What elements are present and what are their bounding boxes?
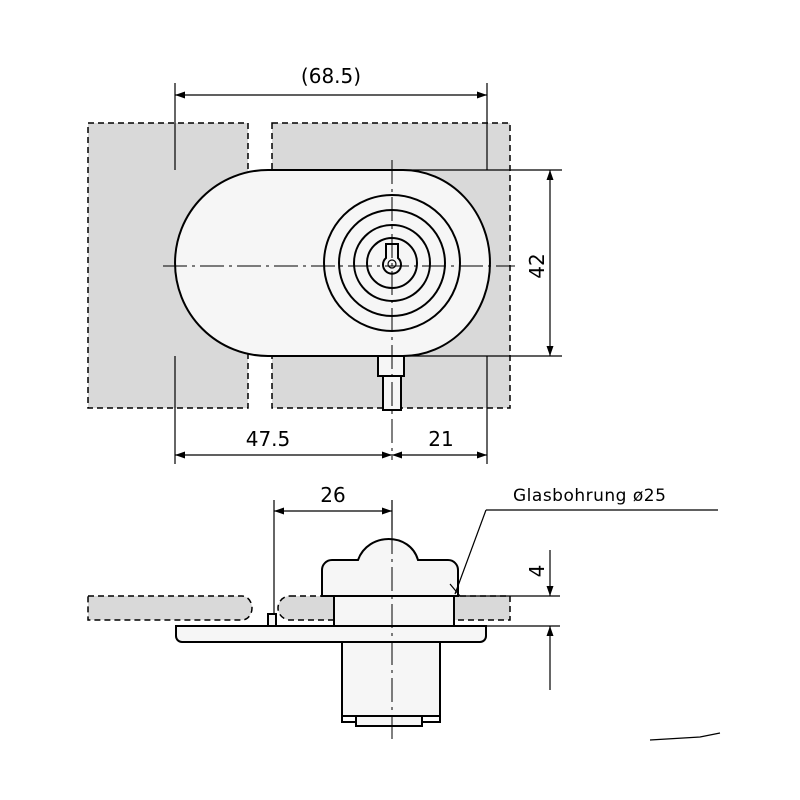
dimension-thickness: 4	[458, 550, 560, 690]
glass-side-left	[87, 595, 253, 621]
dimension-overall-width: (68.5)	[174, 64, 488, 170]
dim-label-right: 21	[428, 427, 453, 451]
cylinder-body	[333, 595, 455, 627]
bolt-pin	[377, 355, 405, 377]
base-plate	[175, 625, 487, 643]
dim-label-height: 42	[525, 253, 549, 278]
lock-housing	[174, 169, 491, 357]
dimension-height: 42	[403, 169, 562, 357]
callout-text: Glasbohrung ø25	[513, 486, 666, 506]
dim-label-thickness: 4	[525, 565, 549, 578]
dim-label-overall-width: (68.5)	[301, 64, 361, 88]
callout-glass-bore: Glasbohrung ø25	[454, 486, 718, 595]
dimension-bottom: 47.5 21	[174, 356, 488, 464]
side-view: 26 Glasbohrung ø25 4	[87, 483, 721, 741]
top-view: (68.5) 42 47.5 21	[87, 64, 562, 464]
dim-label-offset: 26	[320, 483, 345, 507]
dim-label-left: 47.5	[246, 427, 291, 451]
dimension-offset: 26	[273, 483, 393, 614]
keyway-icon	[382, 243, 402, 275]
knob-cap	[321, 538, 459, 597]
